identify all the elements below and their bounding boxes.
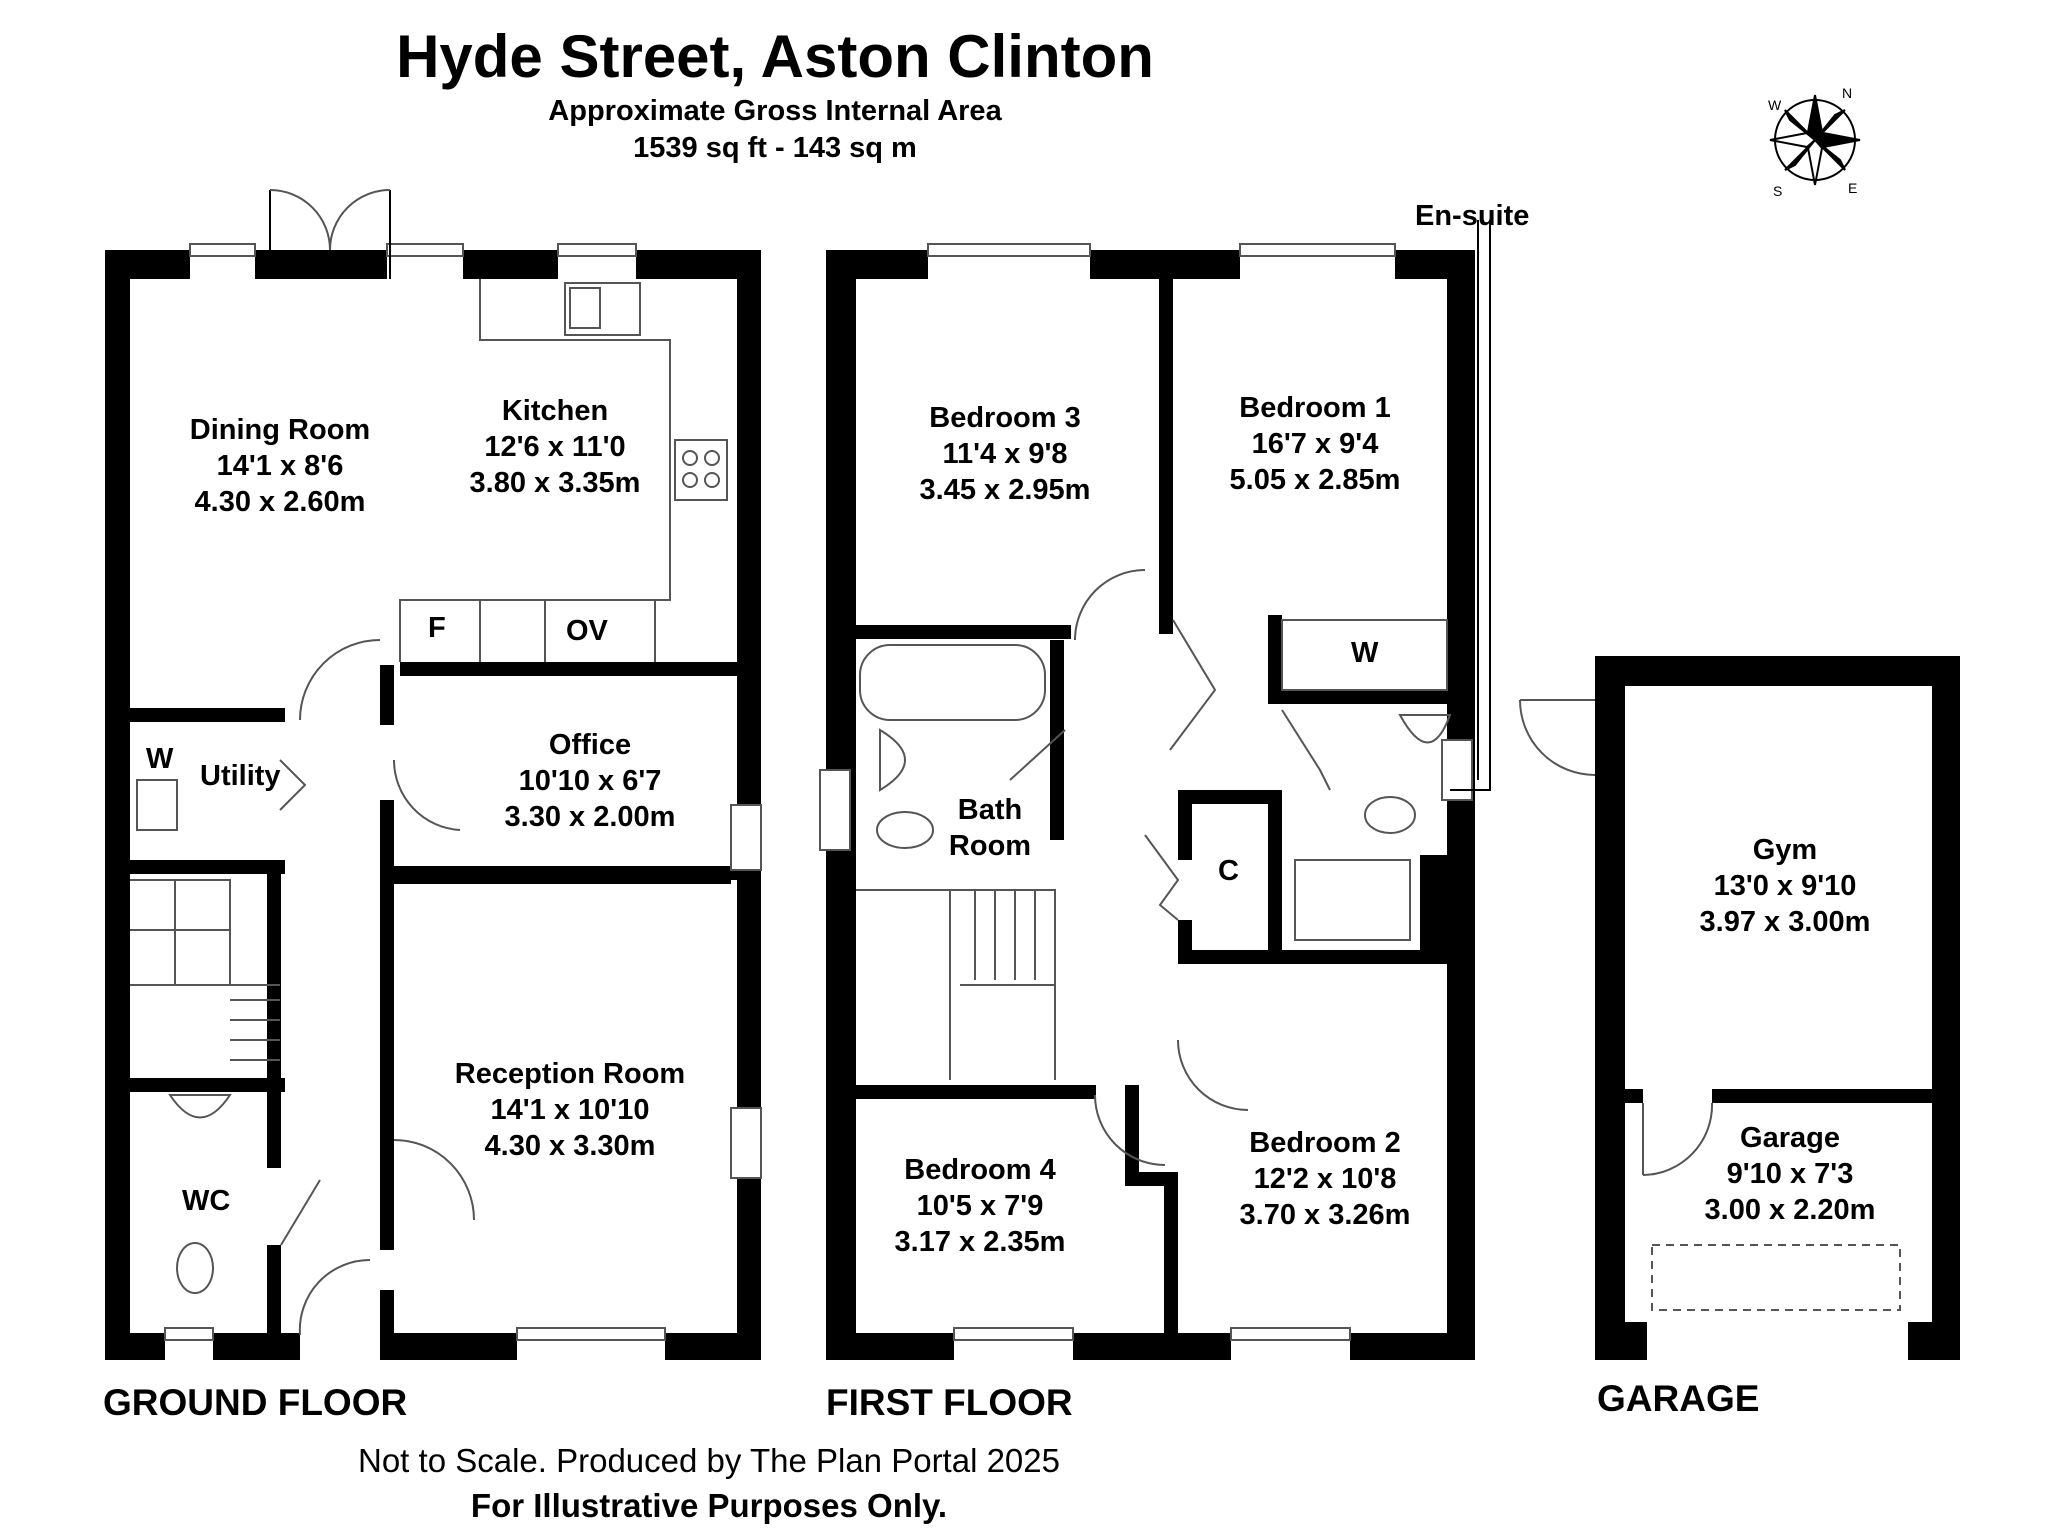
room-gym-name: Gym	[1752, 834, 1818, 866]
room-office-metric: 3.30 x 2.00m	[504, 801, 676, 833]
room-bedroom3: Bedroom 3 11'4 x 9'8 3.45 x 2.95m	[905, 400, 1105, 508]
area-value: 1539 sq ft - 143 sq m	[633, 132, 917, 164]
footer-disclaimer: Not to Scale. Produced by The Plan Porta…	[358, 1442, 1060, 1479]
room-bathroom-line1: Bath	[957, 794, 1023, 826]
room-bedroom3-metric: 3.45 x 2.95m	[919, 474, 1091, 506]
compass-east-label: E	[1848, 180, 1858, 196]
room-bedroom2: Bedroom 2 12'2 x 10'8 3.70 x 3.26m	[1225, 1125, 1425, 1233]
label-wardrobe-ground: W	[146, 743, 174, 775]
room-bathroom-line2: Room	[948, 830, 1032, 862]
garage-plan	[1595, 656, 1960, 1360]
label-oven: OV	[566, 615, 608, 647]
room-reception-metric: 4.30 x 3.30m	[484, 1130, 656, 1162]
room-kitchen-name: Kitchen	[501, 395, 609, 427]
room-gym-imperial: 13'0 x 9'10	[1713, 870, 1857, 902]
plan-title: Hyde Street, Aston Clinton	[396, 23, 1154, 90]
room-garage-name: Garage	[1740, 1122, 1840, 1154]
room-bedroom4-metric: 3.17 x 2.35m	[894, 1226, 1066, 1258]
room-reception: Reception Room 14'1 x 10'10 4.30 x 3.30m	[430, 1056, 710, 1164]
room-garage-metric: 3.00 x 2.20m	[1704, 1194, 1876, 1226]
label-en-suite: En-suite	[1415, 200, 1530, 232]
room-bedroom2-imperial: 12'2 x 10'8	[1253, 1163, 1397, 1195]
room-bedroom2-metric: 3.70 x 3.26m	[1239, 1199, 1411, 1231]
room-bedroom1-imperial: 16'7 x 9'4	[1251, 428, 1379, 460]
room-bedroom2-name: Bedroom 2	[1249, 1127, 1401, 1159]
compass-south-label: S	[1773, 183, 1783, 199]
room-wc-name: WC	[182, 1185, 231, 1217]
room-kitchen-metric: 3.80 x 3.35m	[469, 467, 641, 499]
compass-north-label: N	[1842, 85, 1853, 101]
room-gym-metric: 3.97 x 3.00m	[1699, 906, 1871, 938]
room-bedroom1-name: Bedroom 1	[1239, 392, 1391, 424]
room-kitchen: Kitchen 12'6 x 11'0 3.80 x 3.35m	[455, 393, 655, 501]
room-bedroom4-name: Bedroom 4	[904, 1154, 1056, 1186]
room-bedroom3-imperial: 11'4 x 9'8	[942, 438, 1068, 470]
ground-floor-fittings	[130, 189, 762, 1341]
floor-label-first: FIRST FLOOR	[826, 1382, 1073, 1423]
room-kitchen-imperial: 12'6 x 11'0	[484, 431, 626, 463]
room-bedroom1-metric: 5.05 x 2.85m	[1229, 464, 1401, 496]
room-bathroom: Bath Room	[945, 792, 1035, 864]
floor-label-ground: GROUND FLOOR	[103, 1382, 408, 1423]
room-gym: Gym 13'0 x 9'10 3.97 x 3.00m	[1685, 832, 1885, 940]
floor-label-garage: GARAGE	[1597, 1378, 1760, 1419]
footer-illustrative: For Illustrative Purposes Only.	[470, 1487, 948, 1524]
room-utility-name: Utility	[200, 760, 281, 792]
room-garage-imperial: 9'10 x 7'3	[1726, 1158, 1854, 1190]
room-office-name: Office	[548, 729, 632, 761]
label-cupboard: C	[1218, 855, 1239, 887]
room-dining-name: Dining Room	[189, 414, 371, 446]
compass-west-label: W	[1768, 97, 1782, 113]
compass-icon	[1769, 94, 1861, 186]
label-fridge: F	[428, 612, 446, 644]
first-floor-fittings	[819, 220, 1491, 1341]
room-bedroom4: Bedroom 4 10'5 x 7'9 3.17 x 2.35m	[880, 1152, 1080, 1260]
room-reception-name: Reception Room	[454, 1058, 686, 1090]
label-wardrobe-first: W	[1351, 637, 1379, 669]
room-dining-imperial: 14'1 x 8'6	[216, 450, 344, 482]
room-office-imperial: 10'10 x 6'7	[518, 765, 662, 797]
area-subtitle: Approximate Gross Internal Area	[548, 95, 1002, 127]
room-office: Office 10'10 x 6'7 3.30 x 2.00m	[480, 727, 700, 835]
garage-fittings	[1519, 699, 1901, 1311]
room-bedroom1: Bedroom 1 16'7 x 9'4 5.05 x 2.85m	[1215, 390, 1415, 498]
room-bedroom4-imperial: 10'5 x 7'9	[916, 1190, 1044, 1222]
room-reception-imperial: 14'1 x 10'10	[490, 1094, 650, 1126]
room-dining: Dining Room 14'1 x 8'6 4.30 x 2.60m	[170, 412, 390, 520]
room-garage: Garage 9'10 x 7'3 3.00 x 2.20m	[1690, 1120, 1890, 1228]
room-bedroom3-name: Bedroom 3	[929, 402, 1081, 434]
room-dining-metric: 4.30 x 2.60m	[194, 486, 366, 518]
